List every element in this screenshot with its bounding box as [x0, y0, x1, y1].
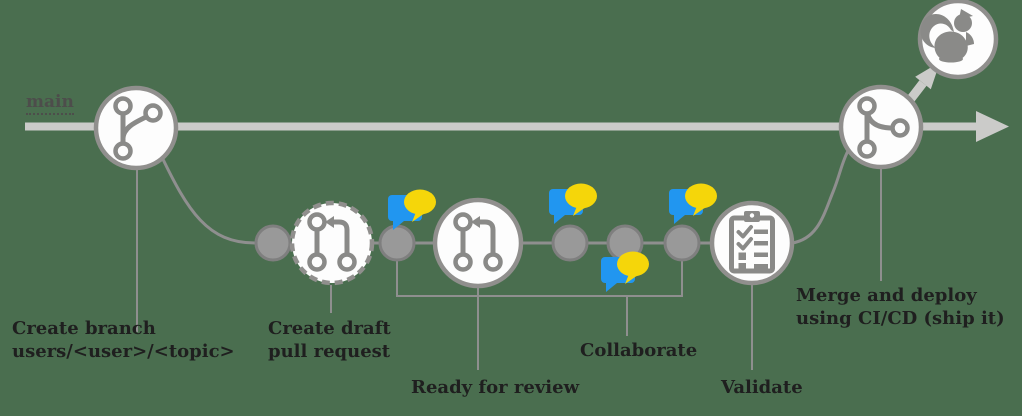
commit-dot	[378, 224, 416, 262]
git-pull-request-icon	[307, 212, 357, 272]
commit-dot	[551, 224, 589, 262]
label-collaborate: Collaborate	[580, 340, 698, 361]
create-branch-node	[93, 85, 179, 171]
label-merge-deploy-line2: using CI/CD (ship it)	[796, 307, 1005, 329]
label-validate: Validate	[721, 377, 803, 398]
label-merge-deploy: Merge and deploy using CI/CD (ship it)	[796, 285, 1005, 330]
ship-it-node	[917, 0, 999, 80]
commit-dot	[254, 224, 292, 262]
label-create-branch: Create branch users/<user>/<topic>	[12, 318, 235, 363]
validate-node	[709, 200, 795, 286]
label-create-draft-line1: Create draft	[268, 318, 391, 339]
label-create-branch-line1: Create branch	[12, 318, 156, 339]
arrow-right-icon	[976, 111, 1009, 142]
label-connectors	[136, 169, 882, 370]
label-ready-for-review: Ready for review	[411, 377, 580, 398]
main-branch-line	[25, 111, 1009, 142]
create-draft-pr-node	[289, 200, 375, 286]
ready-for-review-node	[432, 197, 524, 289]
collaborate-bracket	[396, 261, 683, 297]
comments-icon	[669, 183, 717, 224]
label-create-draft: Create draft pull request	[268, 318, 391, 363]
comments-icon	[549, 183, 597, 224]
commit-dots	[254, 224, 701, 262]
squirrel-icon	[920, 9, 974, 63]
comments-icon	[388, 189, 436, 230]
git-pull-request-icon	[453, 212, 503, 272]
git-branch-icon	[113, 96, 163, 161]
label-create-draft-line2: pull request	[268, 340, 391, 362]
comments-icon	[601, 251, 649, 292]
merge-node	[838, 84, 924, 170]
label-create-branch-line2: users/<user>/<topic>	[12, 340, 235, 362]
label-merge-deploy-line1: Merge and deploy	[796, 285, 977, 306]
commit-dot	[663, 224, 701, 262]
tasklist-icon	[729, 211, 775, 274]
git-merge-icon	[857, 96, 910, 159]
main-branch-label: main	[26, 92, 74, 115]
